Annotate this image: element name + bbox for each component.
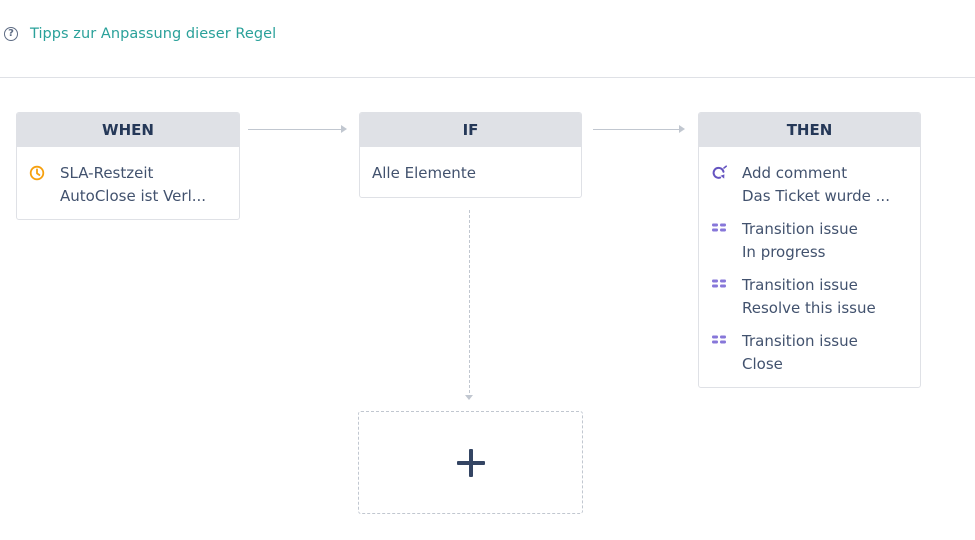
when-card-body: SLA-Restzeit AutoClose ist Verl... — [17, 147, 239, 207]
action-transition-close[interactable]: Transition issue Close — [699, 330, 920, 375]
comment-icon — [712, 165, 727, 179]
if-card-body: Alle Elemente — [360, 147, 581, 185]
when-if-arrow-icon — [341, 125, 347, 133]
action-title: Transition issue — [742, 220, 858, 238]
if-add-connector — [469, 210, 470, 393]
help-icon: ? — [4, 27, 18, 41]
then-card-header: THEN — [699, 113, 920, 147]
condition-all-elements[interactable]: Alle Elemente — [372, 164, 476, 182]
clock-icon — [29, 165, 45, 181]
when-card[interactable]: WHEN SLA-Restzeit AutoClose ist Verl... — [16, 112, 240, 220]
trigger-sla-remaining[interactable]: SLA-Restzeit AutoClose ist Verl... — [17, 162, 239, 207]
divider — [0, 77, 975, 78]
action-transition-in-progress[interactable]: Transition issue In progress — [699, 218, 920, 263]
tips-link[interactable]: ? Tipps zur Anpassung dieser Regel — [4, 24, 276, 44]
action-add-comment[interactable]: Add comment Das Ticket wurde ... — [699, 162, 920, 207]
transition-icon — [712, 279, 726, 288]
action-detail: Resolve this issue — [742, 298, 876, 317]
action-detail: Close — [742, 354, 783, 373]
if-then-arrow-icon — [679, 125, 685, 133]
when-if-connector — [248, 129, 341, 130]
if-then-connector — [593, 129, 679, 130]
action-title: Transition issue — [742, 332, 858, 350]
add-step-button[interactable] — [358, 411, 583, 514]
transition-icon — [712, 223, 726, 232]
then-card-body: Add comment Das Ticket wurde ... Transit… — [699, 147, 920, 375]
tips-link-text[interactable]: Tipps zur Anpassung dieser Regel — [30, 26, 277, 42]
down-arrow-icon — [465, 395, 473, 400]
if-card[interactable]: IF Alle Elemente — [359, 112, 582, 198]
trigger-detail: AutoClose ist Verl... — [60, 186, 207, 205]
action-title: Transition issue — [742, 276, 858, 294]
action-detail: In progress — [742, 242, 826, 261]
if-card-header: IF — [360, 113, 581, 147]
plus-icon — [457, 449, 485, 477]
action-title: Add comment — [742, 164, 848, 182]
transition-icon — [712, 335, 726, 344]
then-card[interactable]: THEN Add comment Das Ticket wurde ... Tr… — [698, 112, 921, 388]
action-detail: Das Ticket wurde ... — [742, 186, 890, 205]
when-card-header: WHEN — [17, 113, 239, 147]
action-transition-resolve[interactable]: Transition issue Resolve this issue — [699, 274, 920, 319]
trigger-title: SLA-Restzeit — [60, 164, 154, 182]
